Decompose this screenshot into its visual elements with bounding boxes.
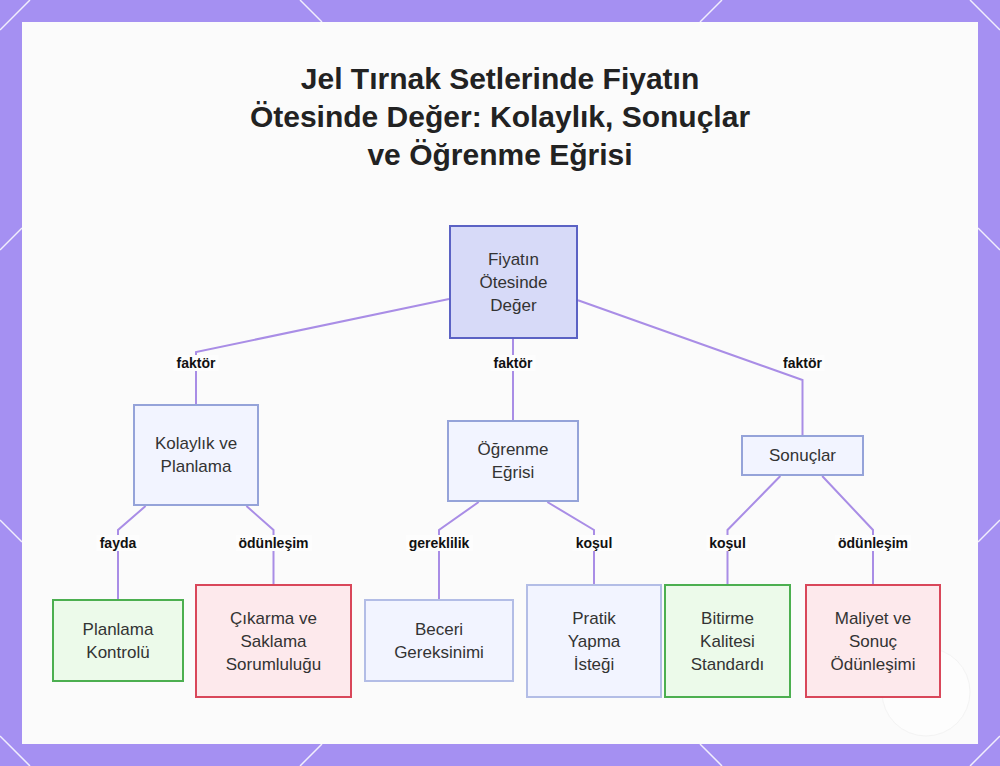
- edge-label: ödünleşim: [235, 535, 311, 551]
- concept-box: Sonuçlar: [741, 435, 864, 476]
- edge-label: faktör: [174, 355, 219, 371]
- concept-box: Öğrenme Eğrisi: [447, 420, 579, 502]
- box-text-group: Fiyatın Ötesinde Değer: [471, 248, 556, 317]
- connector-line: [196, 299, 449, 404]
- connector-line: [512, 339, 514, 420]
- box-text-group: Beceri Gereksinimi: [394, 618, 484, 664]
- concept-box: Maliyet ve Sonuç Ödünleşimi: [805, 584, 941, 698]
- box-text-group: Öğrenme Eğrisi: [471, 438, 555, 484]
- box-text: Pratik Yapma İsteği: [558, 607, 630, 676]
- edge-label: faktör: [491, 355, 536, 371]
- box-text-group: Planlama Kontrolü: [68, 618, 168, 664]
- concept-box: Bitirme Kalitesi Standardı: [664, 584, 791, 698]
- connector-line: [578, 300, 803, 435]
- edge-label: faktör: [780, 355, 825, 371]
- box-text: Öğrenme Eğrisi: [471, 438, 555, 484]
- edge-label: koşul: [706, 535, 749, 551]
- concept-box: Planlama Kontrolü: [52, 599, 184, 682]
- box-text-group: Çıkarma ve Saklama Sorumluluğu: [209, 607, 338, 676]
- concept-box: Fiyatın Ötesinde Değer: [449, 225, 578, 339]
- concept-box: Beceri Gereksinimi: [364, 599, 514, 682]
- box-text: Maliyet ve Sonuç Ödünleşimi: [825, 607, 921, 676]
- concept-box: Pratik Yapma İsteği: [526, 584, 662, 698]
- connector-line: [118, 506, 146, 599]
- edge-label: fayda: [97, 535, 140, 551]
- box-text-group: Kolaylık ve Planlama: [153, 432, 239, 478]
- box-text-group: Pratik Yapma İsteği: [558, 607, 630, 676]
- connector-line: [822, 476, 873, 584]
- box-text-group: Sonuçlar: [769, 444, 836, 467]
- box-text: Çıkarma ve Saklama Sorumluluğu: [209, 607, 338, 676]
- edge-label: koşul: [573, 535, 616, 551]
- box-text: Sonuçlar: [769, 444, 836, 467]
- connector-line: [728, 476, 781, 584]
- concept-box: Çıkarma ve Saklama Sorumluluğu: [195, 584, 352, 698]
- box-text: Beceri Gereksinimi: [394, 618, 484, 664]
- box-text: Bitirme Kalitesi Standardı: [686, 607, 769, 676]
- box-text: Fiyatın Ötesinde Değer: [471, 248, 556, 317]
- box-text-group: Bitirme Kalitesi Standardı: [686, 607, 769, 676]
- box-text-group: Maliyet ve Sonuç Ödünleşimi: [825, 607, 921, 676]
- edge-label: ödünleşim: [835, 535, 911, 551]
- box-text: Planlama Kontrolü: [68, 618, 168, 664]
- diagram-title: Jel Tırnak Setlerinde Fiyatın Ötesinde D…: [235, 60, 765, 174]
- box-text: Kolaylık ve Planlama: [153, 432, 239, 478]
- concept-box: Kolaylık ve Planlama: [133, 404, 259, 506]
- edge-label: gereklilik: [406, 535, 473, 551]
- content-panel: [22, 22, 978, 744]
